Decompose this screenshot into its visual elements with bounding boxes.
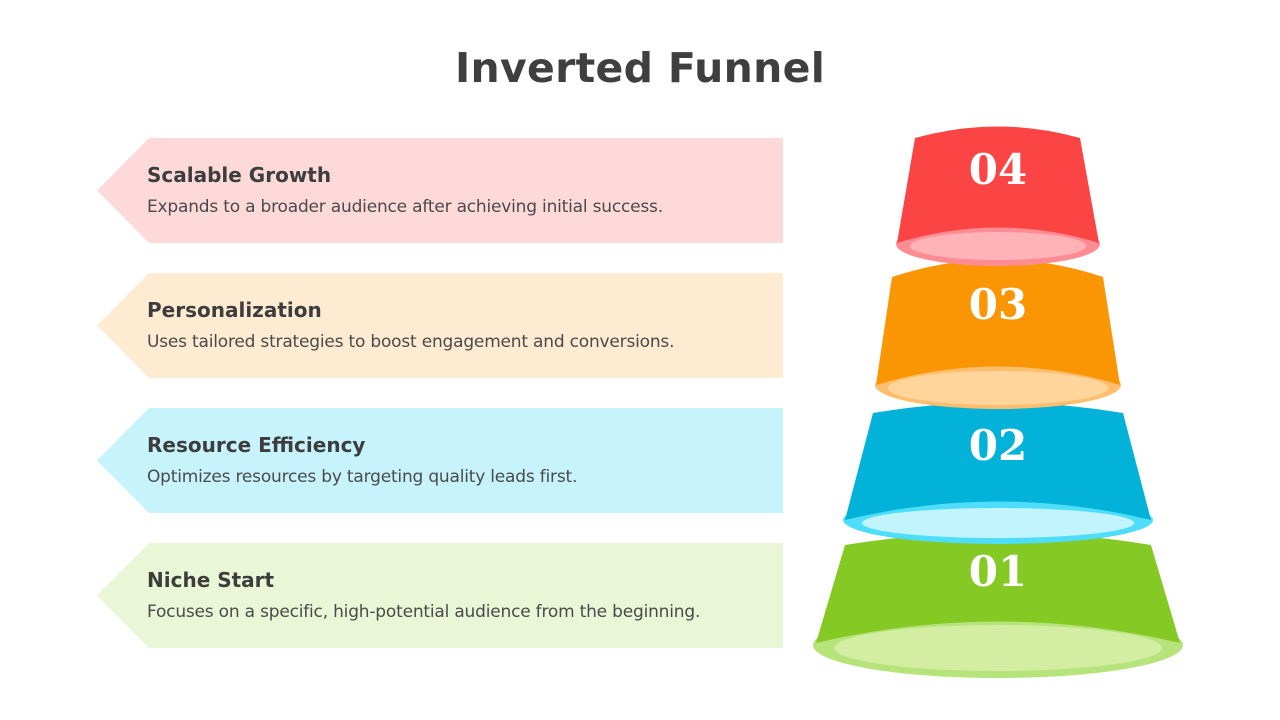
funnel-tier-03: 03 [875,259,1121,409]
banner-arrow-fill [97,543,783,648]
tier-number: 04 [969,145,1027,194]
tier-inner [910,232,1086,260]
stage-description: Expands to a broader audience after achi… [147,197,663,217]
tier-number: 03 [969,280,1027,329]
tier-number: 01 [969,547,1027,596]
tier-body [876,259,1120,385]
stage-description: Uses tailored strategies to boost engage… [147,332,675,352]
funnel-tier-01: 01 [813,532,1183,678]
stage-description: Optimizes resources by targeting quality… [147,467,578,487]
tier-body [845,402,1151,520]
banner-arrow-shape [97,273,783,378]
funnel-tier-04: 04 [896,126,1100,266]
funnel-tier-02: 02 [843,402,1153,544]
stage-heading: Resource Efficiency [147,433,366,457]
tier-inner [888,371,1108,405]
stage-description: Focuses on a specific, high-potential au… [147,602,701,622]
tier-body [897,126,1099,243]
banner-arrow-fill [97,138,783,243]
stage-heading: Scalable Growth [147,163,332,187]
banner-arrow-shape [97,408,783,513]
tier-number: 02 [969,421,1027,470]
stage-heading: Personalization [147,298,322,322]
stage-heading: Niche Start [147,568,275,592]
tier-inner [862,508,1134,538]
tier-body [816,532,1180,643]
tier-inner [834,625,1162,671]
banner-arrow-fill [97,273,783,378]
banner-arrow-shape [97,543,783,648]
banner-arrow-fill [97,408,783,513]
page-title: Inverted Funnel [454,44,826,92]
banner-arrow-shape [97,138,783,243]
